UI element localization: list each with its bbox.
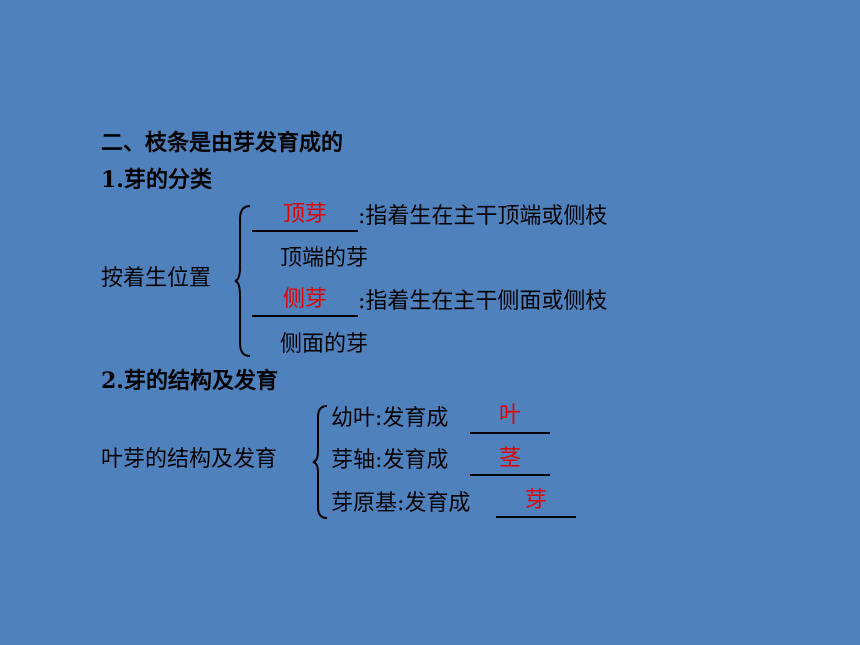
structure-label: 幼叶:发育成 xyxy=(331,406,449,431)
section-heading: 二、枝条是由芽发育成的 xyxy=(101,130,344,156)
definition-line2: 侧面的芽 xyxy=(280,332,369,357)
blank-underline xyxy=(252,230,358,232)
answer-stem: 茎 xyxy=(498,446,521,471)
part2-left-label: 叶芽的结构及发育 xyxy=(101,447,278,472)
answer-lateral-bud: 侧芽 xyxy=(282,287,327,312)
part2-title: 2.芽的结构及发育 xyxy=(101,368,278,394)
part2-brace-icon xyxy=(312,405,328,519)
blank-underline xyxy=(496,516,576,518)
answer-terminal-bud: 顶芽 xyxy=(282,202,327,227)
blank-underline xyxy=(252,315,358,317)
definition-line1: :指着生在主干侧面或侧枝 xyxy=(358,289,608,314)
answer-leaf: 叶 xyxy=(498,403,521,428)
part1-title: 1.芽的分类 xyxy=(101,167,212,193)
part1-left-label: 按着生位置 xyxy=(101,266,212,291)
structure-label: 芽原基:发育成 xyxy=(331,491,471,516)
blank-underline xyxy=(470,432,550,434)
definition-line2: 顶端的芽 xyxy=(280,246,369,271)
definition-line1: :指着生在主干顶端或侧枝 xyxy=(358,204,608,229)
blank-underline xyxy=(470,474,550,476)
part1-brace-icon xyxy=(234,205,251,357)
structure-label: 芽轴:发育成 xyxy=(331,448,449,473)
answer-bud: 芽 xyxy=(524,488,547,513)
